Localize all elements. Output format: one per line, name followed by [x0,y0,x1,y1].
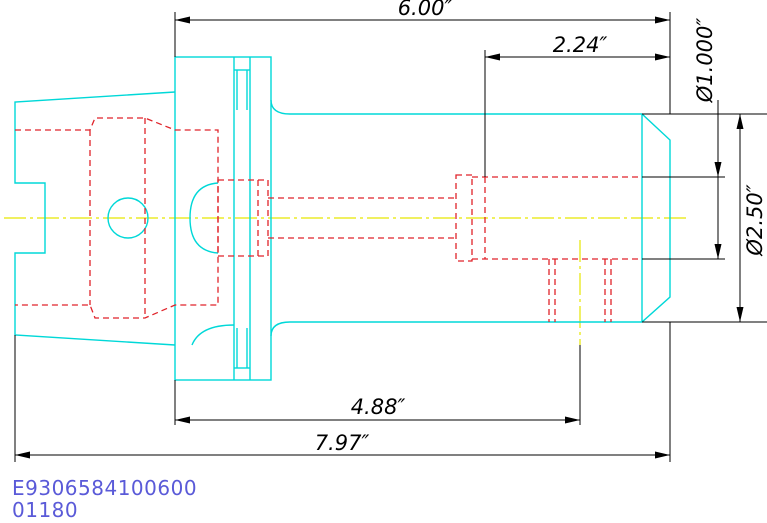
dim-gage-length-label: 4.88″ [351,395,406,419]
body [270,99,671,337]
cross-hole [107,197,149,239]
dimension-lines [14,12,767,462]
dim-bore-depth-label: 2.24″ [553,33,608,57]
centerlines [4,217,690,345]
dim-body-diameter-label: Ø2.50″ [743,184,767,256]
flange-slot [191,324,235,346]
part-number: E9306584100600 [12,476,198,500]
part-outline [14,56,671,381]
through-bore [217,179,269,257]
dim-overall-length-label: 7.97″ [315,431,370,455]
taper-shank [14,91,176,346]
part-code: 01180 [12,498,79,522]
stop-collar [455,174,473,262]
hidden-lines [15,117,642,322]
dim-overall-top-label: 6.00″ [398,0,453,20]
dim-bore-diameter-label: Ø1.000″ [693,18,717,104]
flange [174,56,272,381]
dimension-labels: 6.00″ 2.24″ Ø1.000″ Ø2.50″ 4.88″ 7.97″ [315,0,767,455]
bore-dome [189,182,219,254]
